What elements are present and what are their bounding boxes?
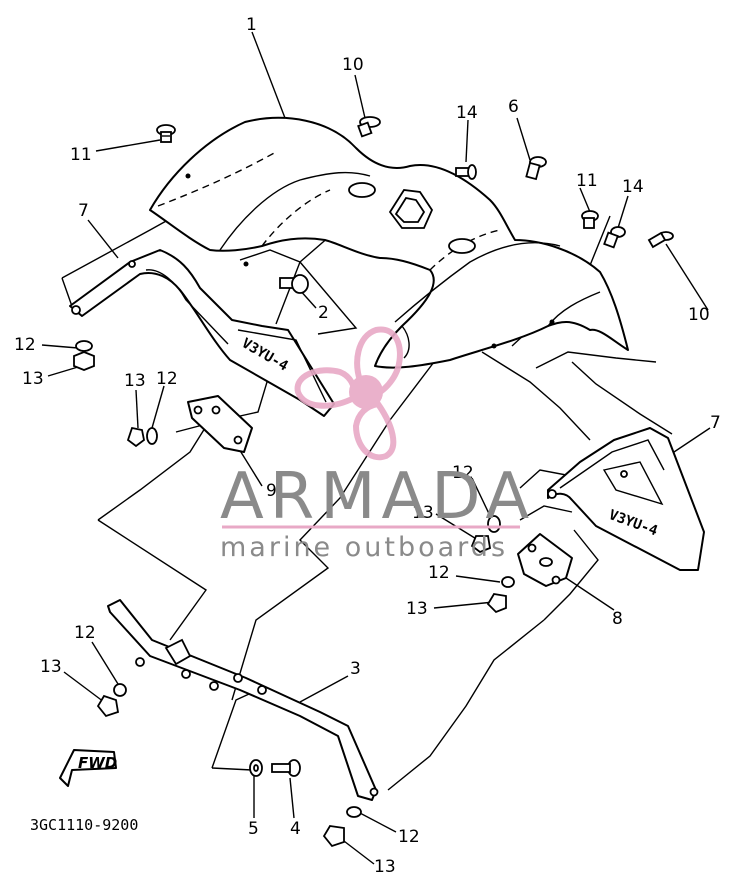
callout-9: 9: [266, 481, 277, 501]
nut-washer-bar-left: [96, 683, 127, 718]
bolt-11-left: [156, 124, 176, 143]
watermark-tagline: marine outboards: [220, 532, 508, 563]
front-fender: [149, 116, 629, 369]
bolt-14-right: [603, 226, 626, 249]
callout-7-left: 7: [78, 201, 89, 221]
callout-10-right: 10: [688, 305, 710, 325]
nut-washer-bar-right: [322, 806, 362, 848]
nut-washer-right-mid: [486, 576, 515, 614]
callout-1: 1: [246, 15, 257, 35]
fwd-label: FWD: [78, 754, 117, 772]
callout-11-left: 11: [70, 145, 92, 165]
fwd-arrow: FWD: [59, 749, 117, 787]
callout-12-b: 12: [156, 369, 178, 389]
callout-13-d: 13: [406, 599, 428, 619]
callout-7-right: 7: [710, 413, 721, 433]
callout-11-right: 11: [576, 171, 598, 191]
callout-14-left: 14: [456, 103, 478, 123]
callout-13-e: 13: [40, 657, 62, 677]
callout-10-left: 10: [342, 55, 364, 75]
watermark-brand: ARMADA: [220, 460, 535, 534]
callout-2: 2: [318, 303, 329, 323]
callout-12-d: 12: [428, 563, 450, 583]
callout-12-c: 12: [452, 463, 474, 483]
right-mudguard: V3YU-4: [547, 427, 705, 571]
bolt-10-left: [357, 116, 381, 138]
callout-6: 6: [508, 97, 519, 117]
right-plate: [517, 533, 573, 587]
callout-12-e: 12: [74, 623, 96, 643]
diagram-code: 3GC1110-9200: [30, 816, 138, 834]
watermark: ARMADA marine outboards: [220, 326, 535, 563]
nut-washer-left-top: [73, 340, 95, 371]
callout-13-c: 13: [412, 503, 434, 523]
callout-5: 5: [248, 819, 259, 839]
front-bar: [107, 599, 379, 801]
bolt-2: [279, 274, 309, 294]
callout-4: 4: [290, 819, 301, 839]
bolt-10-right: [647, 231, 674, 249]
watermark-propeller-logo: [294, 326, 403, 461]
left-plate: [187, 395, 253, 453]
bolt-14-left: [455, 164, 477, 180]
callout-14-right: 14: [622, 177, 644, 197]
bolt-4: [271, 759, 301, 777]
bolt-11-right: [581, 210, 599, 229]
nut-washer-left-mid: [126, 426, 158, 448]
callout-12-f: 12: [398, 827, 420, 847]
washer-5: [249, 759, 263, 777]
callout-13-b: 13: [124, 371, 146, 391]
callout-13-a: 13: [22, 369, 44, 389]
callout-13-f: 13: [374, 857, 396, 877]
callout-3: 3: [350, 659, 361, 679]
left-mudguard: V3YU-4: [69, 249, 335, 417]
callout-8: 8: [612, 609, 623, 629]
bolt-6: [525, 156, 547, 181]
callout-12-a: 12: [14, 335, 36, 355]
callout-numbers: 1 2 3 4 5 6 7 7 8 9 10 10 11 11 12 12 12…: [14, 15, 721, 877]
